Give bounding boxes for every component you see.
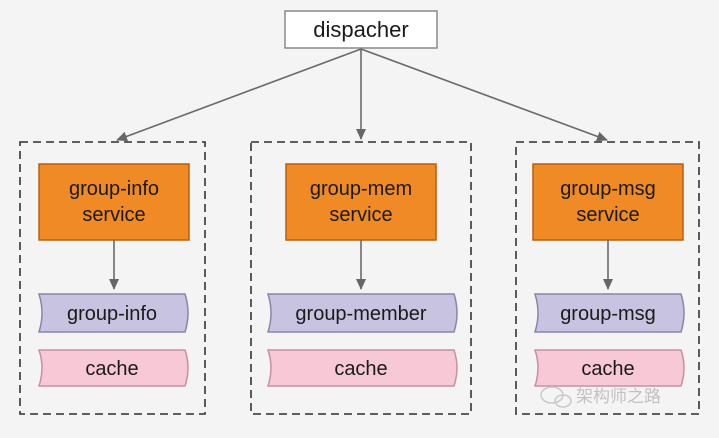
dispatch-arrows xyxy=(116,48,608,142)
service-suffix-info: service xyxy=(82,204,145,226)
store-shape-msg xyxy=(533,293,685,333)
store-label-mem: group-member xyxy=(295,303,427,325)
dispatch-arrow-right xyxy=(360,48,608,142)
service-suffix-msg: service xyxy=(576,204,639,226)
dispatch-arrow-left xyxy=(116,48,362,142)
service-name-info: group-info xyxy=(69,178,159,200)
cache-shape-msg xyxy=(533,349,685,387)
service-name-msg: group-msg xyxy=(560,178,656,200)
store-label-msg: group-msg xyxy=(560,303,656,325)
watermark-text: 架构师之路 xyxy=(576,387,661,407)
service-box-msg xyxy=(532,163,684,241)
cache-label-info: cache xyxy=(85,358,138,380)
cache-label-mem: cache xyxy=(334,358,387,380)
store-shape-info xyxy=(37,293,189,333)
group-container-mem: group-mem service group-member cache xyxy=(250,141,472,415)
service-box-info xyxy=(38,163,190,241)
cache-shape-mem xyxy=(266,349,458,387)
store-shape-mem xyxy=(266,293,458,333)
service-name-mem: group-mem xyxy=(310,178,412,200)
service-box-mem xyxy=(285,163,437,241)
dispatcher-node: dispacher xyxy=(284,10,438,49)
group-container-msg: group-msg service group-msg cache xyxy=(515,141,700,415)
cache-label-msg: cache xyxy=(581,358,634,380)
dispatcher-label: dispacher xyxy=(313,17,408,42)
cache-shape-info xyxy=(37,349,189,387)
group-container-info: group-info service group-info cache xyxy=(19,141,206,415)
service-suffix-mem: service xyxy=(329,204,392,226)
watermark: 架构师之路 xyxy=(540,386,661,408)
wechat-logo-icon xyxy=(540,386,572,408)
store-label-info: group-info xyxy=(67,303,157,325)
